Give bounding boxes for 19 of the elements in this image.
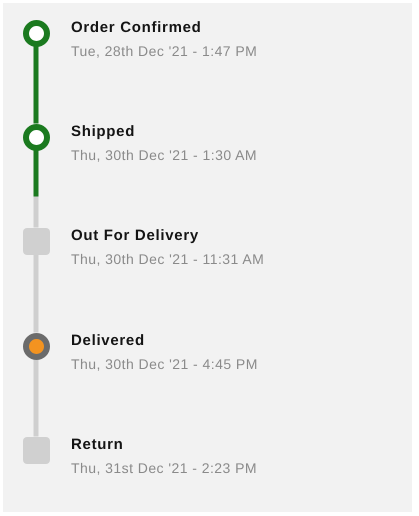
ring-marker-icon: [22, 20, 50, 46]
step-title: Out For Delivery: [71, 227, 200, 245]
connector-line: [34, 254, 38, 332]
step-timestamp: Tue, 28th Dec '21 - 1:47 PM: [71, 42, 258, 60]
connector-line: [34, 360, 38, 436]
step-title: Order Confirmed: [71, 19, 203, 37]
step-timestamp: Thu, 30th Dec '21 - 11:31 AM: [71, 250, 264, 268]
ring-marker-icon: [22, 124, 50, 150]
step-title: Shipped: [71, 123, 136, 141]
dot-marker-icon: [22, 332, 50, 360]
step-timestamp: Thu, 31st Dec '21 - 2:23 PM: [71, 459, 258, 477]
square-marker-icon: [22, 436, 50, 464]
connector-line: [34, 46, 38, 124]
connector-line: [34, 150, 38, 228]
step-title: Return: [71, 436, 125, 454]
square-marker-icon: [22, 228, 50, 254]
step-timestamp: Thu, 30th Dec '21 - 4:45 PM: [71, 355, 258, 373]
step-timestamp: Thu, 30th Dec '21 - 1:30 AM: [71, 146, 258, 164]
step-title: Delivered: [71, 332, 146, 350]
